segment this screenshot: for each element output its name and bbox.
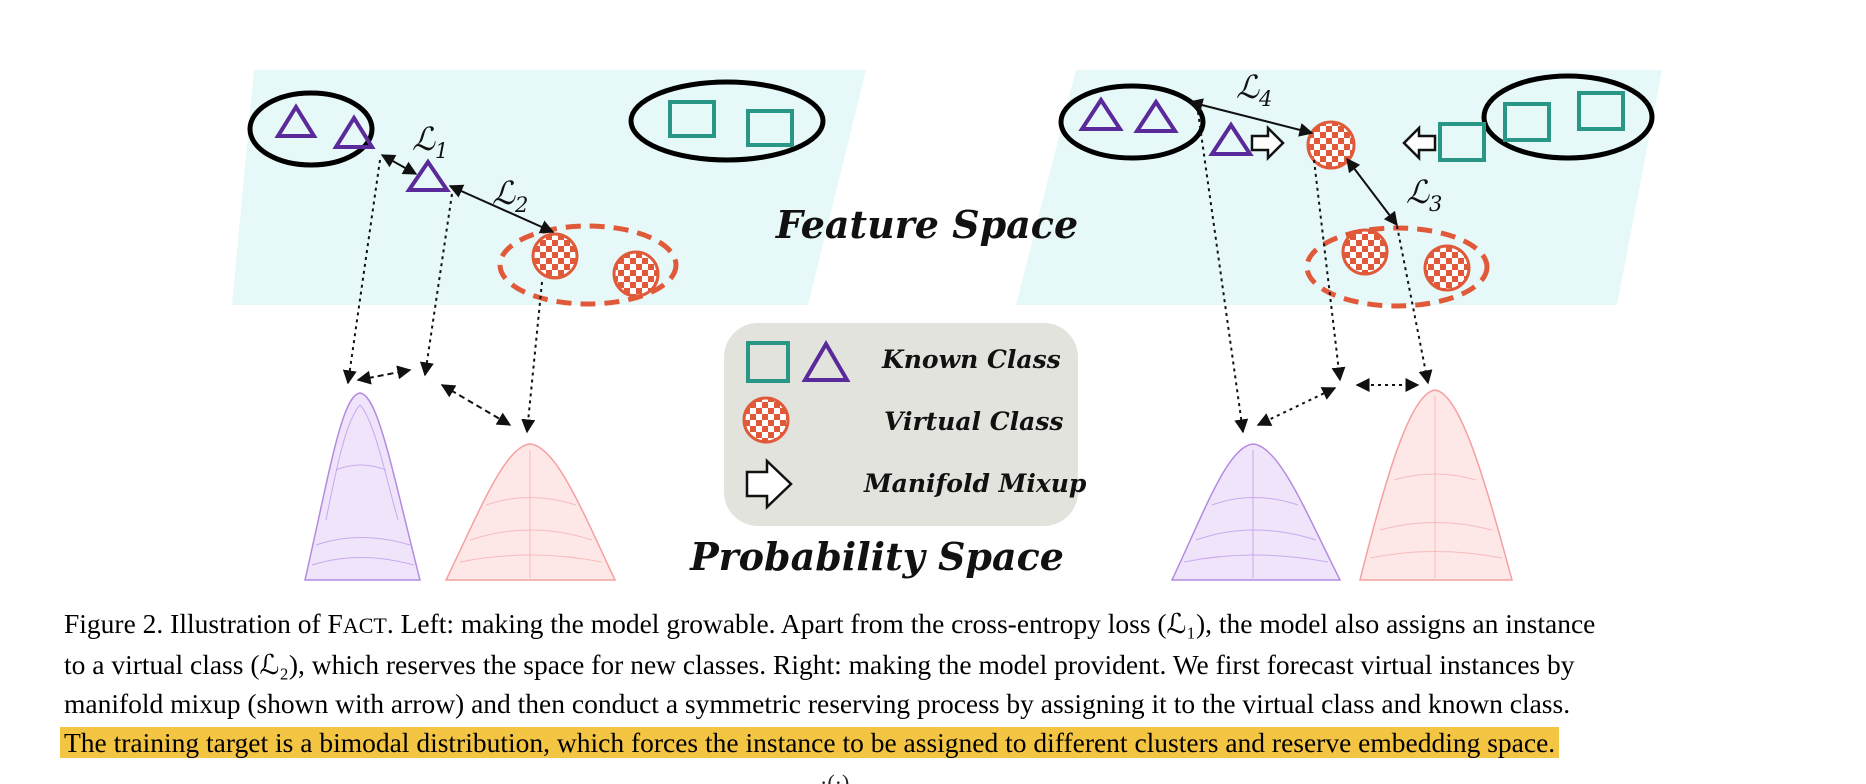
caption-line-1-text: . Left: making the model growable. Apart… (386, 608, 1596, 639)
triangle-icon (801, 340, 851, 382)
legend-virtual-class-label: Virtual Class (884, 407, 1064, 436)
next-line-fragment: ·(·) (820, 770, 850, 784)
virtual-instance-icon (1423, 244, 1471, 292)
projection-line (1197, 111, 1249, 434)
loss-arrow-l3 (1346, 157, 1398, 227)
caption-line-4: The training target is a bimodal distrib… (60, 723, 1844, 762)
projection-line (419, 193, 453, 377)
probability-distance-arrow (440, 384, 512, 426)
projection-line (1396, 225, 1433, 385)
virtual-instance-icon (1306, 120, 1356, 170)
square-icon (668, 100, 716, 138)
loss-label-l3: ℒ3 (1406, 173, 1442, 216)
virtual-instance-icon (612, 250, 660, 298)
caption-highlighted-sentence: The training target is a bimodal distrib… (60, 727, 1560, 758)
legend-manifold-mixup-label: Manifold Mixup (863, 469, 1087, 498)
caption-method-name-smallcaps: ACT (342, 613, 387, 638)
legend-box (724, 323, 1078, 526)
square-icon (1503, 102, 1551, 142)
square-icon (746, 109, 794, 147)
purple-distribution-right (1170, 443, 1342, 581)
projection-line (342, 159, 381, 385)
loss-label-l1: ℒ1 (412, 120, 448, 163)
square-icon (746, 341, 790, 383)
projection-line (1313, 159, 1346, 382)
square-icon (1438, 122, 1486, 162)
triangle-icon (1133, 98, 1179, 133)
loss-arrow-l4 (1188, 98, 1314, 137)
triangle-icon (1078, 96, 1124, 131)
known-cluster-squares-left (628, 79, 826, 163)
probability-space-label: Probability Space (689, 534, 1064, 579)
manifold-mixup-arrow-icon (745, 458, 793, 510)
legend: Known Class Virtual Class Manifold Mixup (724, 323, 1087, 526)
known-cluster-triangles-left (247, 90, 375, 168)
feature-space-label: Feature Space (775, 202, 1078, 247)
virtual-instance-icon (1341, 228, 1389, 276)
virtual-instance-icon (742, 396, 790, 444)
red-distribution-left (444, 443, 617, 581)
loss-label-l4: ℒ4 (1236, 68, 1272, 111)
virtual-cluster-left (497, 223, 679, 307)
loss-arrow-l2 (448, 184, 555, 234)
probability-distance-arrow (356, 365, 412, 385)
caption-line-1: Figure 2. Illustration of FACT. Left: ma… (64, 604, 1844, 645)
legend-known-class-label: Known Class (881, 345, 1061, 374)
mixup-triangle-icon (1208, 121, 1254, 156)
loss-label-l2: ℒ2 (492, 174, 528, 217)
known-cluster-squares-right (1481, 73, 1655, 161)
mixup-arrow-left-icon (1402, 124, 1437, 162)
purple-distribution-left (304, 392, 421, 581)
fact-illustration-figure: ℒ1 ℒ2 ℒ4 ℒ3 (232, 68, 1662, 581)
figure-caption: Figure 2. Illustration of FACT. Left: ma… (60, 604, 1844, 762)
square-icon (1577, 91, 1625, 131)
red-distribution-right (1359, 389, 1513, 581)
virtual-instance-icon (531, 232, 579, 280)
triangle-icon (274, 103, 318, 138)
caption-line-3: manifold mixup (shown with arrow) and th… (64, 688, 1571, 719)
caption-line-2: to a virtual class (ℒ₂), which reserves … (64, 649, 1575, 680)
right-feature-plane (1016, 70, 1662, 305)
caption-figure-label: Figure 2. Illustration of F (64, 608, 343, 639)
triangle-icon (332, 114, 376, 149)
probability-distance-arrow (1256, 387, 1337, 426)
instance-triangle-icon (405, 158, 451, 192)
loss-arrow-l1 (380, 154, 418, 175)
